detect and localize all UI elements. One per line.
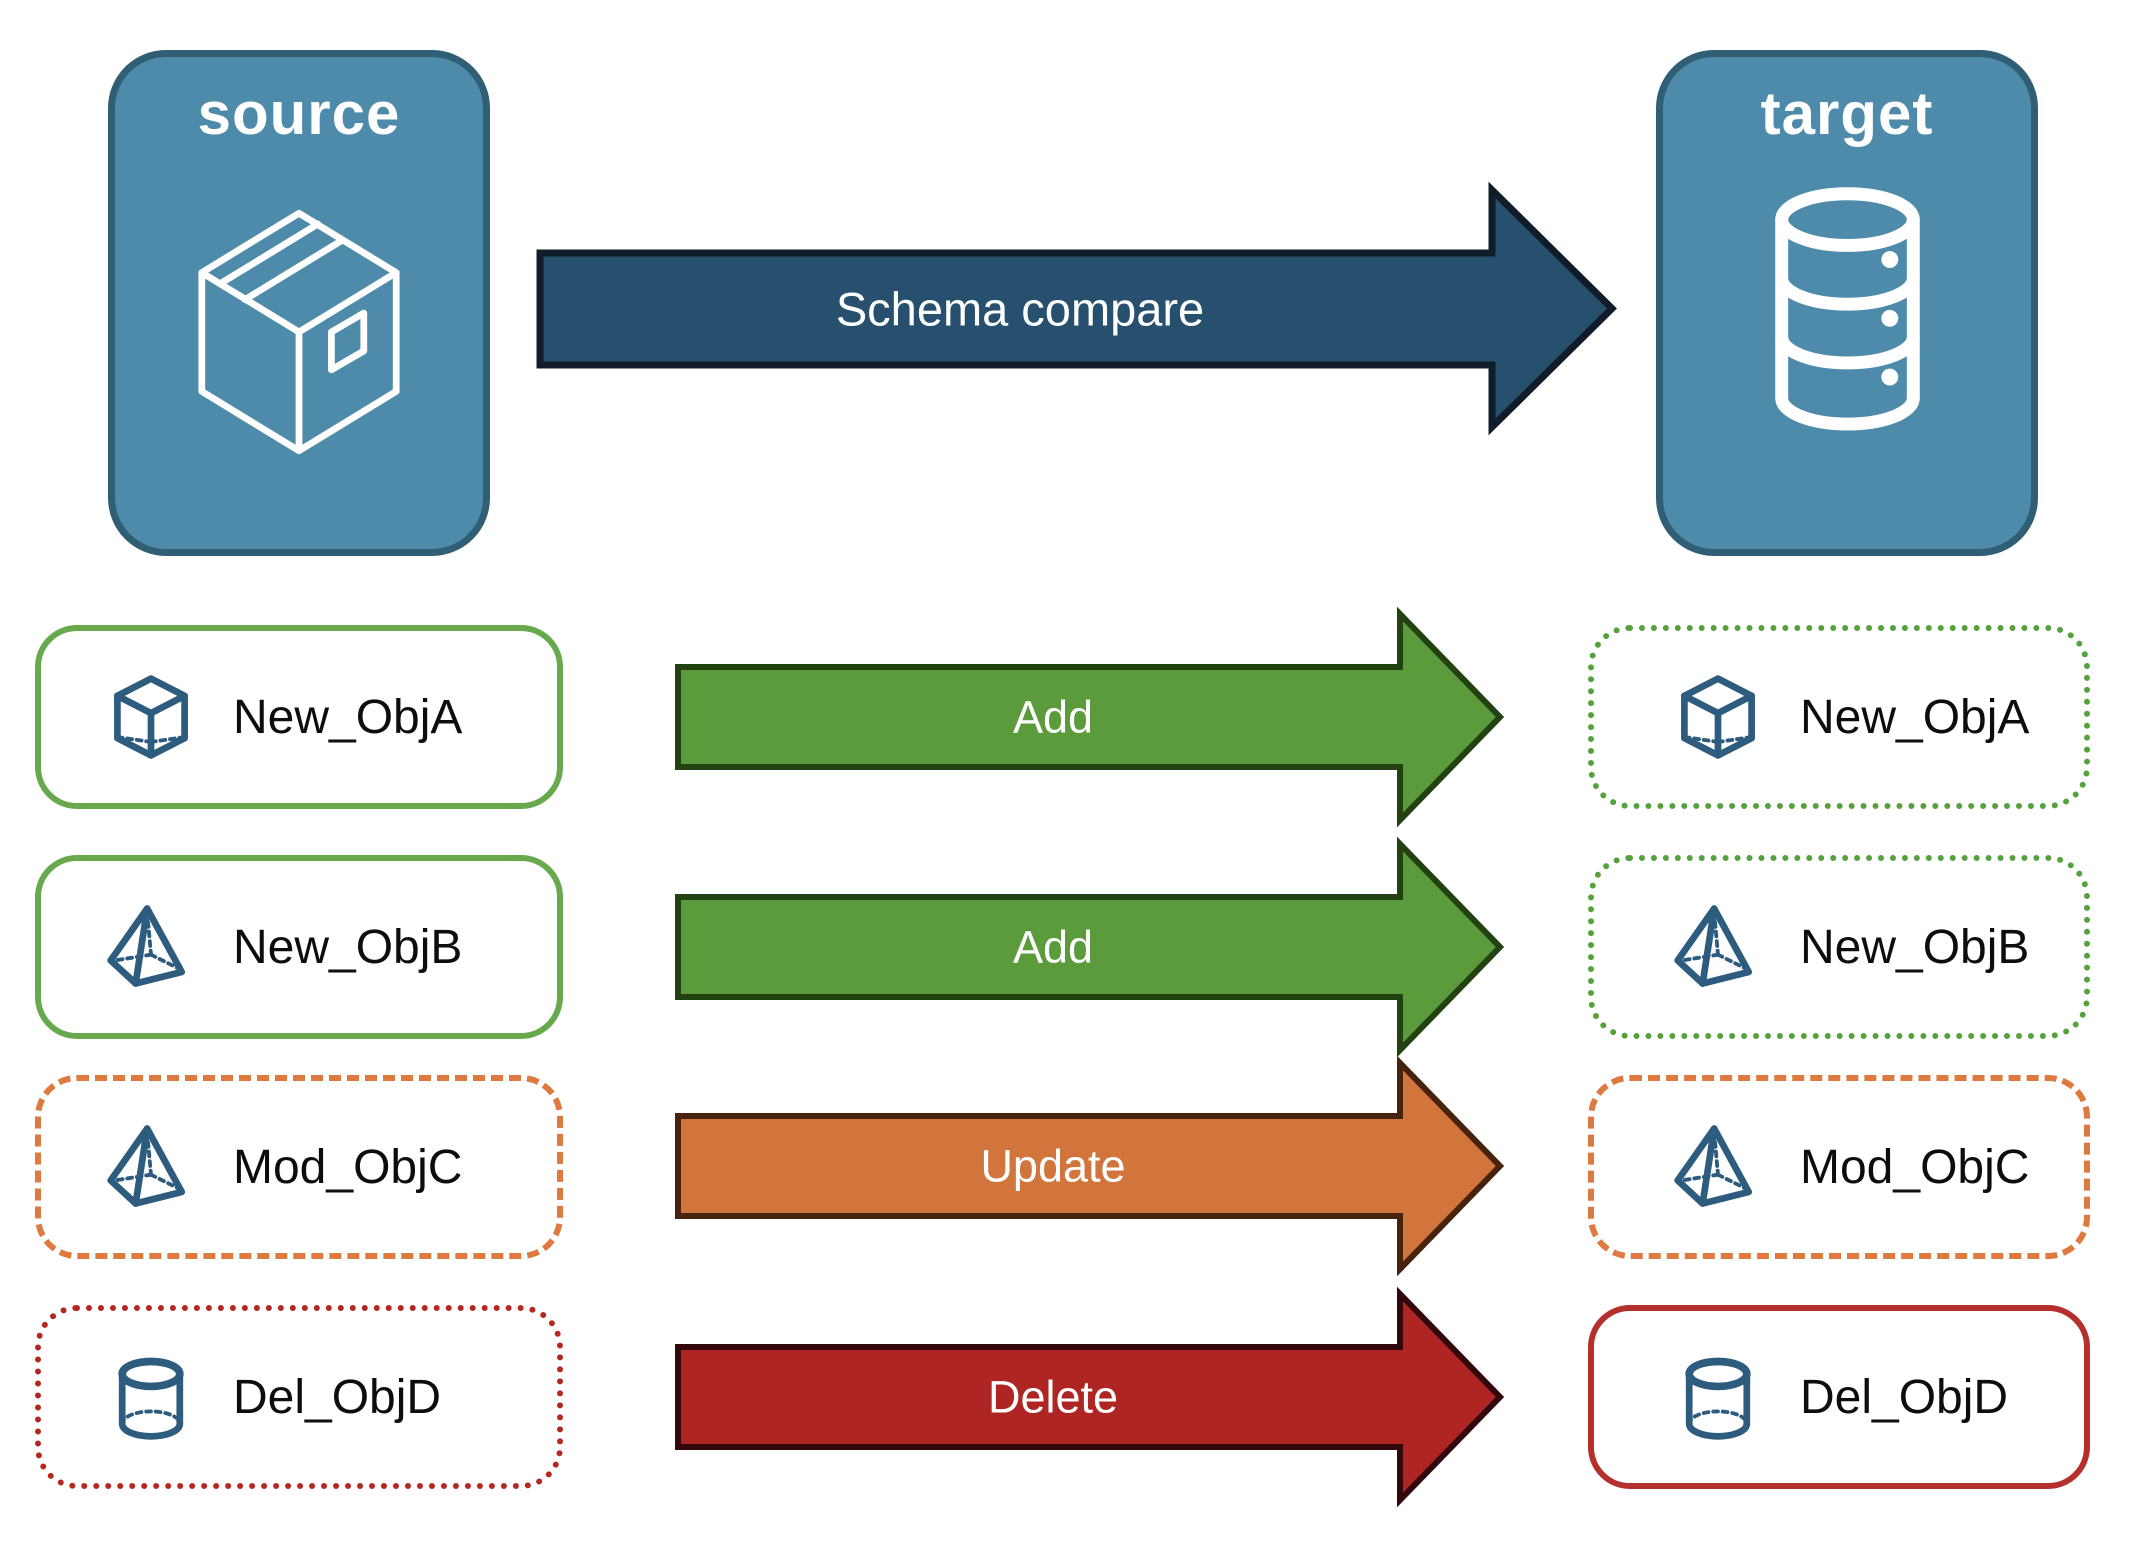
delete-arrow-label: Delete xyxy=(988,1372,1118,1423)
item-label: Del_ObjD xyxy=(233,1370,442,1424)
pyramid-icon xyxy=(107,905,186,987)
update-arrow-objc: Update xyxy=(675,1055,1505,1277)
package-icon xyxy=(198,209,400,455)
cube-icon xyxy=(114,675,188,759)
add-arrow-objb: Add xyxy=(675,836,1505,1058)
source-item-new-obja: New_ObjA xyxy=(35,625,563,809)
item-label: New_ObjB xyxy=(1800,920,2030,974)
update-arrow-shape xyxy=(675,1055,1505,1277)
add-arrow-shape xyxy=(675,606,1505,828)
source-item-mod-objc: Mod_ObjC xyxy=(35,1075,563,1259)
item-label: Del_ObjD xyxy=(1800,1370,2009,1424)
target-item-new-objb: New_ObjB xyxy=(1588,855,2090,1039)
database-icon xyxy=(1774,187,1920,431)
target-item-new-obja: New_ObjA xyxy=(1588,625,2090,809)
item-label: New_ObjA xyxy=(233,690,463,744)
schema-compare-arrow-label: Schema compare xyxy=(836,283,1204,336)
source-item-new-objb: New_ObjB xyxy=(35,855,563,1039)
add-arrow-obja: Add xyxy=(675,606,1505,828)
item-label: New_ObjA xyxy=(1800,690,2030,744)
cube-icon xyxy=(1681,675,1755,759)
update-arrow-label: Update xyxy=(980,1141,1125,1192)
item-label: New_ObjB xyxy=(233,920,463,974)
source-node: source xyxy=(108,50,490,556)
add-arrow-shape xyxy=(675,836,1505,1058)
add-arrow-label: Add xyxy=(1013,692,1093,743)
source-item-del-objd: Del_ObjD xyxy=(35,1305,563,1489)
schema-compare-arrow-shape xyxy=(536,181,1617,436)
delete-arrow-shape xyxy=(675,1286,1505,1508)
pyramid-icon xyxy=(1674,905,1753,987)
pyramid-icon xyxy=(1674,1125,1753,1207)
source-label: source xyxy=(197,80,401,147)
add-arrow-label: Add xyxy=(1013,922,1093,973)
target-item-mod-objc: Mod_ObjC xyxy=(1588,1075,2090,1259)
schema-compare-arrow: Schema compare xyxy=(536,181,1617,436)
item-label: Mod_ObjC xyxy=(233,1140,463,1194)
target-node: target xyxy=(1656,50,2038,556)
target-label: target xyxy=(1760,80,1934,147)
item-label: Mod_ObjC xyxy=(1800,1140,2030,1194)
pyramid-icon xyxy=(107,1125,186,1207)
delete-arrow-objd: Delete xyxy=(675,1286,1505,1508)
cylinder-icon xyxy=(1685,1357,1751,1440)
target-item-del-objd: Del_ObjD xyxy=(1588,1305,2090,1489)
cylinder-icon xyxy=(118,1357,184,1440)
